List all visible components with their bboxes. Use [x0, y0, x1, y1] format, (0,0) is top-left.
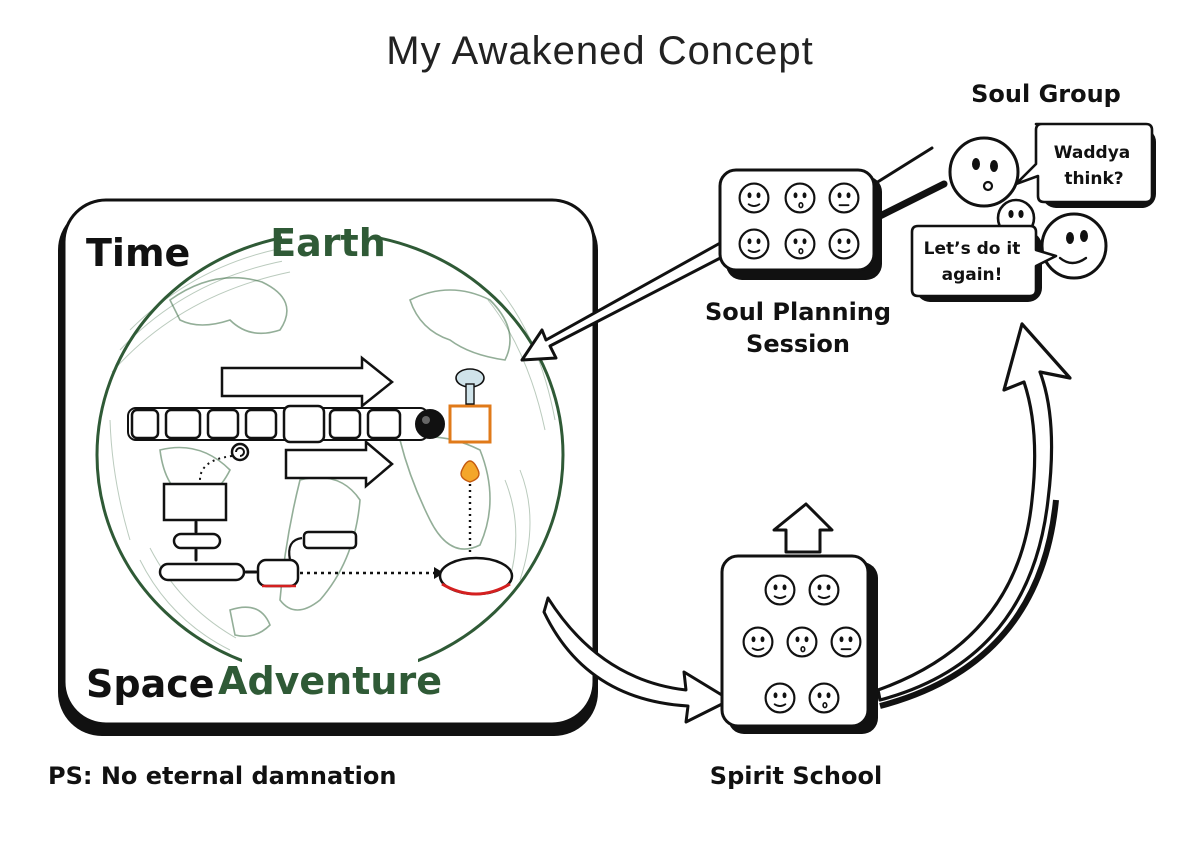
face-icon [738, 182, 770, 214]
flow-step-red [256, 558, 300, 588]
loop-icon [230, 442, 250, 462]
life-process-flow [127, 355, 514, 596]
face-icon [1040, 212, 1108, 280]
choice-box [162, 482, 228, 522]
face-icon [784, 228, 816, 260]
face-icon [808, 682, 840, 714]
up-arrow-icon [772, 502, 834, 554]
face-icon [808, 574, 840, 606]
fire-icon [460, 460, 480, 483]
bubble-top-line-2: think? [1064, 169, 1123, 189]
arrow-to-soul-group [876, 322, 1072, 709]
explosion-icon [455, 368, 485, 405]
spirit-school-box [720, 502, 878, 734]
timeline-step [244, 408, 278, 440]
face-icon [830, 626, 862, 658]
bubble-left-line-1: Let’s do it [924, 239, 1021, 259]
arrow-to-earth [520, 240, 730, 362]
face-icon [738, 228, 770, 260]
flow-step [302, 530, 358, 550]
page-title: My Awakened Concept [386, 29, 813, 73]
arrow-from-soul-group [866, 146, 948, 224]
transition-box [448, 404, 492, 444]
face-icon [828, 182, 860, 214]
bubble-left-line-2: again! [942, 265, 1003, 285]
forward-arrow-top [220, 355, 395, 409]
face-icon [828, 228, 860, 260]
face-icon [786, 626, 818, 658]
space-label: Space [86, 662, 215, 706]
time-label: Time [86, 231, 190, 275]
soul-planning-label-1: Soul Planning [705, 298, 891, 326]
timeline-step [282, 404, 326, 444]
bubble-top-line-1: Waddya [1054, 143, 1131, 163]
timeline-step [328, 408, 362, 440]
earth-label-bg [282, 222, 374, 264]
spirit-school-label: Spirit School [710, 762, 882, 790]
earth-label: Earth [270, 221, 386, 265]
soul-planning-box [718, 168, 882, 280]
footnote: PS: No eternal damnation [48, 762, 396, 790]
face-icon [764, 574, 796, 606]
face-icon [742, 626, 774, 658]
arrow-to-spirit-school [542, 596, 732, 724]
timeline-step [206, 408, 240, 440]
forward-arrow-bottom [284, 439, 394, 489]
flow-step [158, 562, 246, 582]
timeline-step [130, 408, 160, 440]
face-icon [784, 182, 816, 214]
adventure-label: Adventure [218, 659, 442, 703]
soul-group-heading: Soul Group [971, 80, 1121, 108]
face-icon [764, 682, 796, 714]
flow-step [172, 532, 222, 550]
speech-bubble-left: Let’s do it again! [910, 224, 1058, 302]
timeline-step [164, 408, 202, 440]
adventure-label-bg [242, 656, 418, 698]
face-icon [948, 136, 1020, 208]
speech-bubble-top: Waddya think? [1014, 122, 1156, 208]
soul-group: Waddya think? Let’s do it again! [910, 122, 1156, 302]
timeline-step [366, 408, 402, 440]
soul-planning-label-2: Session [746, 330, 850, 358]
end-of-life-marker [415, 409, 445, 439]
